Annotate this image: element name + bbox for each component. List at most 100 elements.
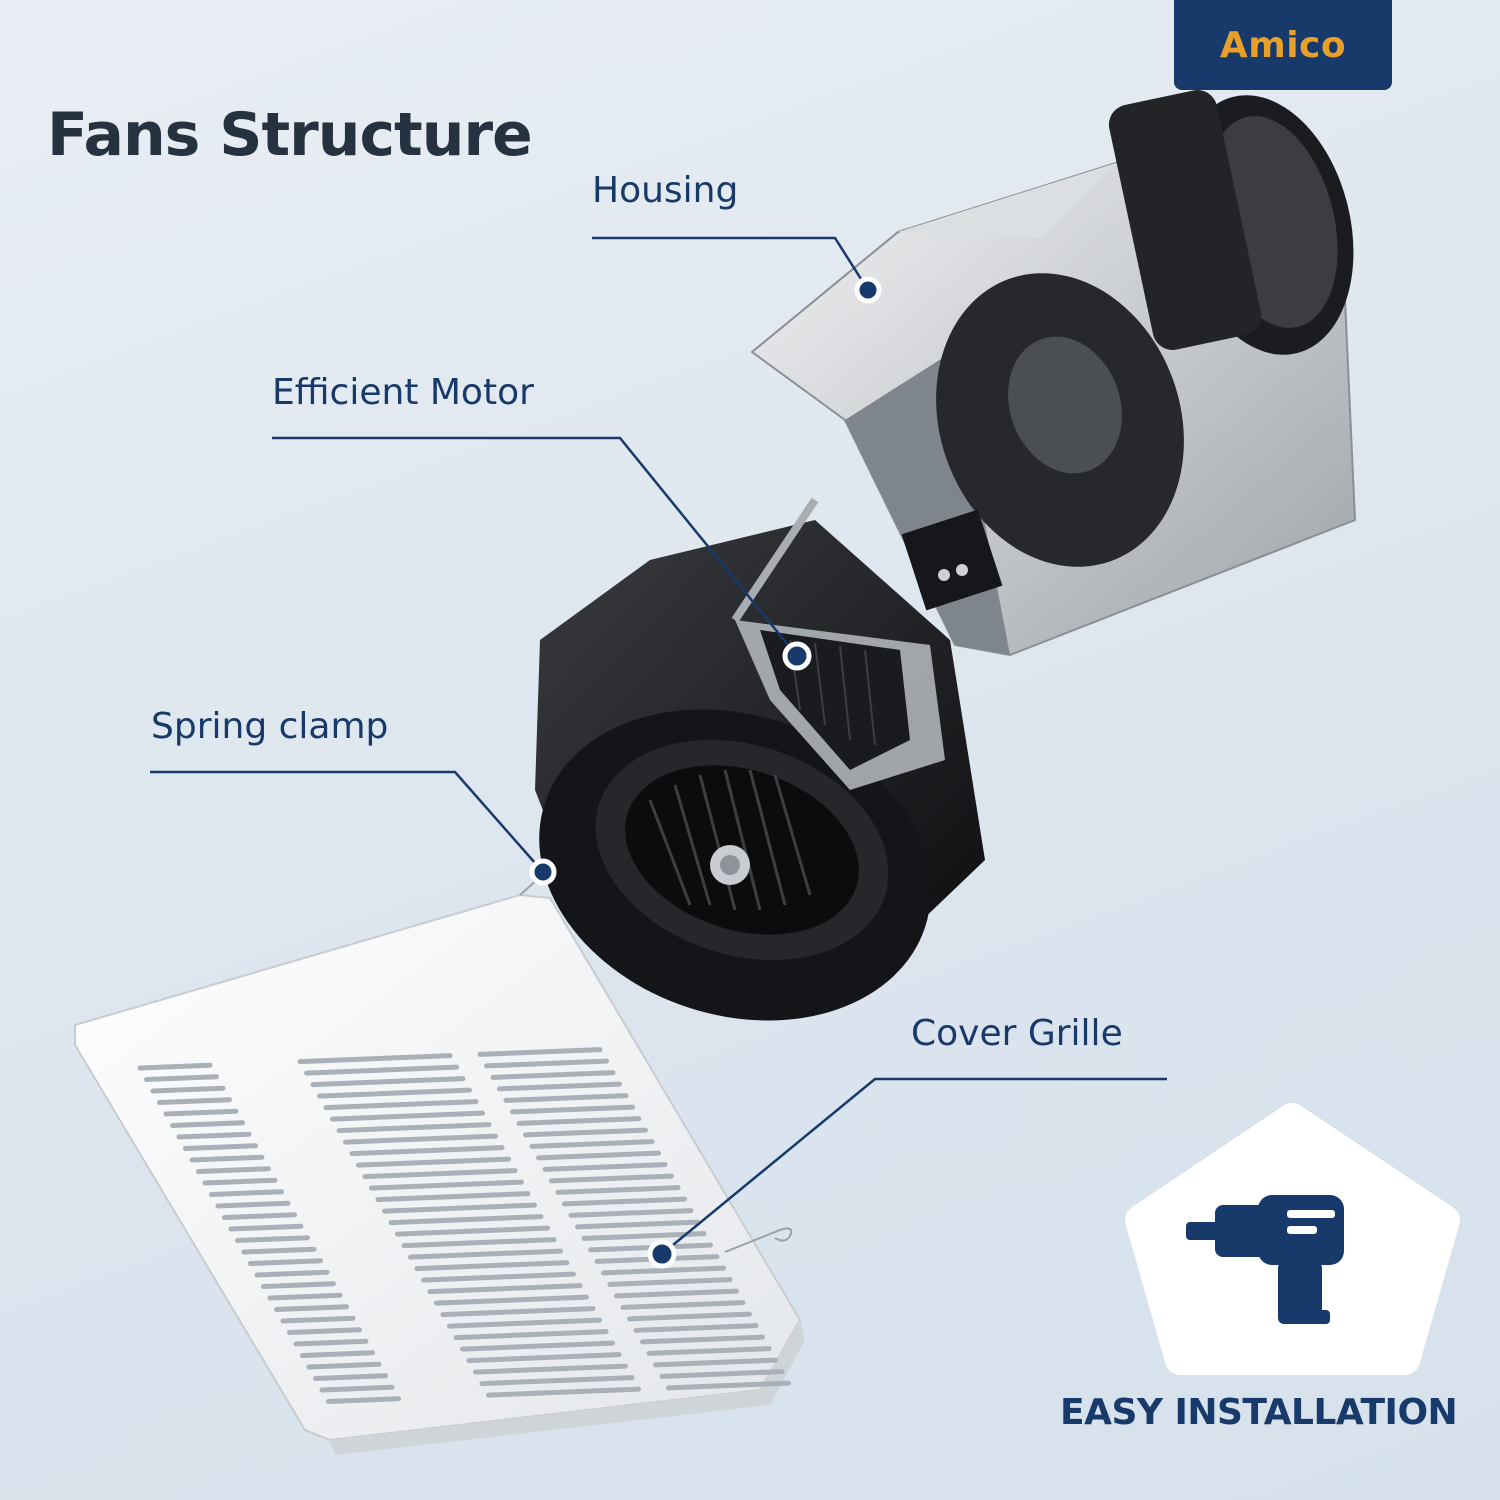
housing-part [750, 90, 1357, 657]
grille-slot [369, 1179, 524, 1191]
grille-slot [421, 1271, 576, 1283]
grille-slot [620, 1300, 746, 1310]
grille-slot [267, 1292, 343, 1301]
grille-slot [607, 1277, 733, 1287]
grille-slot [447, 1317, 602, 1329]
grille-slot [440, 1306, 596, 1318]
grille-slot [653, 1357, 778, 1368]
grille-slot [434, 1294, 589, 1306]
grille-slot [215, 1200, 291, 1209]
grille-slot [157, 1097, 232, 1105]
grille-slot [484, 1058, 609, 1069]
motor-part [535, 497, 985, 1021]
grille-slot [555, 1185, 681, 1195]
grille-slot [313, 1373, 388, 1381]
grille-slot [183, 1143, 258, 1151]
grille-slot [241, 1246, 317, 1255]
grille-slot [666, 1380, 791, 1391]
grille-slot [170, 1120, 245, 1128]
grille-slot [640, 1334, 765, 1345]
grille-slot [627, 1311, 752, 1322]
grille-slot [287, 1327, 362, 1335]
grille-slot [349, 1145, 505, 1157]
grille-slot [317, 1087, 472, 1099]
brand-logo: Amico [1174, 0, 1392, 90]
grille-slot [395, 1225, 550, 1237]
grille-slot [248, 1258, 323, 1266]
easy-installation-badge [1125, 1103, 1460, 1375]
grille-slot [150, 1085, 226, 1094]
grille-slot [466, 1352, 622, 1364]
logo-text: Amico [1219, 24, 1347, 66]
grille-slot [503, 1093, 629, 1103]
grille-slot [388, 1214, 544, 1226]
leader-lines [150, 236, 1167, 1255]
grille-slot [427, 1283, 583, 1295]
grille-slot [646, 1346, 772, 1356]
grille-slot [401, 1237, 557, 1249]
grille-slot [254, 1269, 330, 1278]
grille-slot [261, 1281, 336, 1289]
grille-slot [326, 1396, 401, 1404]
housing-dot [854, 276, 882, 304]
grille-slot [633, 1323, 759, 1333]
grille-slot [542, 1162, 668, 1172]
grille-slot [319, 1384, 395, 1393]
grille-slot [529, 1139, 655, 1149]
grille-slot [189, 1154, 265, 1163]
grille-slot [659, 1369, 785, 1379]
grille-slot [297, 1053, 453, 1065]
grille-slot [510, 1104, 635, 1115]
grille-slot [310, 1076, 466, 1088]
grille-slot [300, 1350, 375, 1358]
grille-slot [523, 1127, 648, 1138]
grille-slot [536, 1150, 661, 1161]
grille-slot [362, 1168, 518, 1180]
grille-slot [306, 1361, 382, 1370]
grille-slot [330, 1110, 485, 1122]
grille-slot [408, 1248, 563, 1260]
grille-slot [209, 1189, 284, 1197]
callout-dots [529, 276, 882, 1269]
grille-slot [460, 1340, 615, 1352]
grille-slot [274, 1304, 349, 1312]
grille-slot [304, 1064, 459, 1076]
grille-slot [336, 1122, 492, 1134]
grille-slot [382, 1202, 537, 1214]
grille-slot [562, 1196, 687, 1207]
grille-slot [575, 1219, 700, 1230]
callout-motor: Efficient Motor [272, 372, 534, 413]
grille-slot [196, 1166, 271, 1174]
grille-slot [343, 1133, 498, 1145]
clamp-dot [529, 858, 557, 886]
grille-slot [280, 1315, 356, 1324]
grille-slot [477, 1047, 603, 1057]
grille-slot [222, 1212, 297, 1220]
grille-slot [176, 1131, 252, 1140]
grille-slot [144, 1074, 219, 1082]
grille-slot [228, 1223, 304, 1232]
grille-slot [601, 1265, 726, 1276]
grille-slot [137, 1062, 213, 1071]
grille-slot [414, 1260, 570, 1272]
grille-slot [497, 1081, 622, 1092]
callout-cover-grille: Cover Grille [911, 1013, 1123, 1054]
grille-slot [235, 1235, 310, 1243]
callout-spring-clamp: Spring clamp [151, 706, 389, 747]
grille-slot [202, 1177, 278, 1186]
grille-slot [479, 1375, 635, 1387]
badge-label: EASY INSTALLATION [1060, 1392, 1458, 1433]
grille-slot [614, 1288, 739, 1299]
grille-slot [486, 1386, 641, 1398]
grille-dot [647, 1239, 677, 1269]
grille-slot [516, 1116, 642, 1126]
grille-slot [453, 1329, 609, 1341]
grille-slot [163, 1108, 239, 1117]
grille-slot [473, 1363, 628, 1375]
grille-slot [323, 1099, 479, 1111]
grille-slot [356, 1156, 511, 1168]
motor-dot [782, 641, 812, 671]
grille-slot [293, 1338, 369, 1347]
grille-slot [549, 1173, 674, 1184]
